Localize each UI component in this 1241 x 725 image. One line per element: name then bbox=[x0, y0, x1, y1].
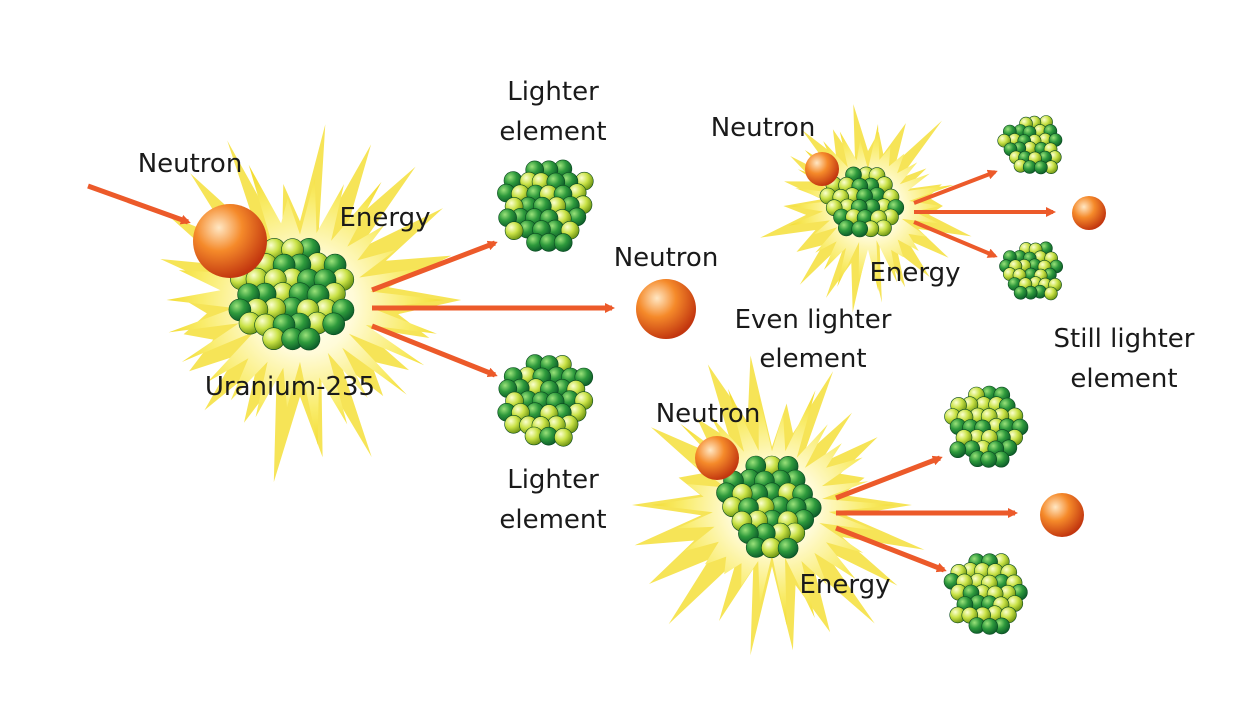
still-lighter-element-top bbox=[997, 115, 1063, 175]
label-lighter-top-line2: element bbox=[499, 117, 606, 147]
nucleon bbox=[1034, 160, 1048, 175]
neutron-upper-right-incoming-sphere bbox=[805, 152, 839, 186]
incoming-neutron-arrow bbox=[87, 183, 191, 225]
label-lighter-bottom-line2: element bbox=[499, 505, 606, 535]
lower-right-product-bottom bbox=[943, 553, 1028, 635]
label-neutron-upper-right: Neutron bbox=[711, 113, 816, 143]
nucleon bbox=[554, 427, 573, 447]
arrow-to-lighter-top bbox=[371, 240, 498, 293]
label-even-lighter-line1: Even lighter bbox=[735, 305, 892, 335]
lighter-element-bottom bbox=[497, 354, 594, 447]
still-lighter-element-bottom bbox=[999, 241, 1063, 301]
arrow-lr-to-bottom bbox=[835, 525, 947, 573]
label-neutron-incoming: Neutron bbox=[138, 149, 243, 179]
neutrons bbox=[193, 152, 1106, 537]
neutron-middle-sphere bbox=[636, 279, 696, 339]
label-uranium-235: Uranium-235 bbox=[205, 372, 375, 402]
neutron-upper-right-output-sphere bbox=[1072, 196, 1106, 230]
neutron-lower-right-output-sphere bbox=[1040, 493, 1084, 537]
nucleon bbox=[980, 451, 998, 468]
label-still-lighter-line1: Still lighter bbox=[1054, 324, 1195, 354]
nucleon bbox=[949, 441, 967, 459]
arrow-ur-to-bottom bbox=[913, 220, 998, 258]
nucleon bbox=[322, 312, 346, 336]
labels: Neutron Uranium-235 Energy Lighter eleme… bbox=[138, 77, 1195, 600]
arrow-ur-to-top bbox=[913, 169, 998, 205]
label-neutron-lower-right: Neutron bbox=[656, 399, 761, 429]
nucleon bbox=[981, 618, 999, 635]
lighter-element-top bbox=[497, 159, 594, 252]
nucleon bbox=[1044, 286, 1058, 301]
arrows bbox=[87, 169, 1056, 573]
nucleon bbox=[297, 327, 321, 351]
arrow-to-lighter-bottom bbox=[371, 323, 498, 378]
nucleon bbox=[777, 537, 799, 559]
nucleon bbox=[504, 221, 524, 240]
label-neutron-middle: Neutron bbox=[614, 243, 719, 273]
neutron-incoming-sphere bbox=[193, 204, 267, 278]
label-lighter-bottom-line1: Lighter bbox=[507, 465, 599, 495]
uranium-235-nucleus bbox=[228, 238, 355, 351]
nucleon bbox=[851, 220, 869, 238]
label-lighter-top-line1: Lighter bbox=[507, 77, 599, 107]
label-energy-lower-right: Energy bbox=[799, 570, 890, 600]
nuclei bbox=[228, 115, 1063, 635]
label-energy-upper-right: Energy bbox=[869, 258, 960, 288]
nucleon bbox=[553, 233, 573, 252]
neutron-lower-right-incoming-sphere bbox=[695, 436, 739, 480]
lower-right-product-top bbox=[944, 385, 1029, 468]
label-still-lighter-line2: element bbox=[1070, 364, 1177, 394]
label-energy-main: Energy bbox=[339, 203, 430, 233]
arrow-lr-to-top bbox=[835, 455, 943, 501]
even-lighter-element-ur bbox=[819, 166, 905, 238]
nucleon bbox=[1013, 285, 1028, 300]
lower-right-nucleus bbox=[716, 455, 822, 559]
label-even-lighter-line2: element bbox=[759, 344, 866, 374]
